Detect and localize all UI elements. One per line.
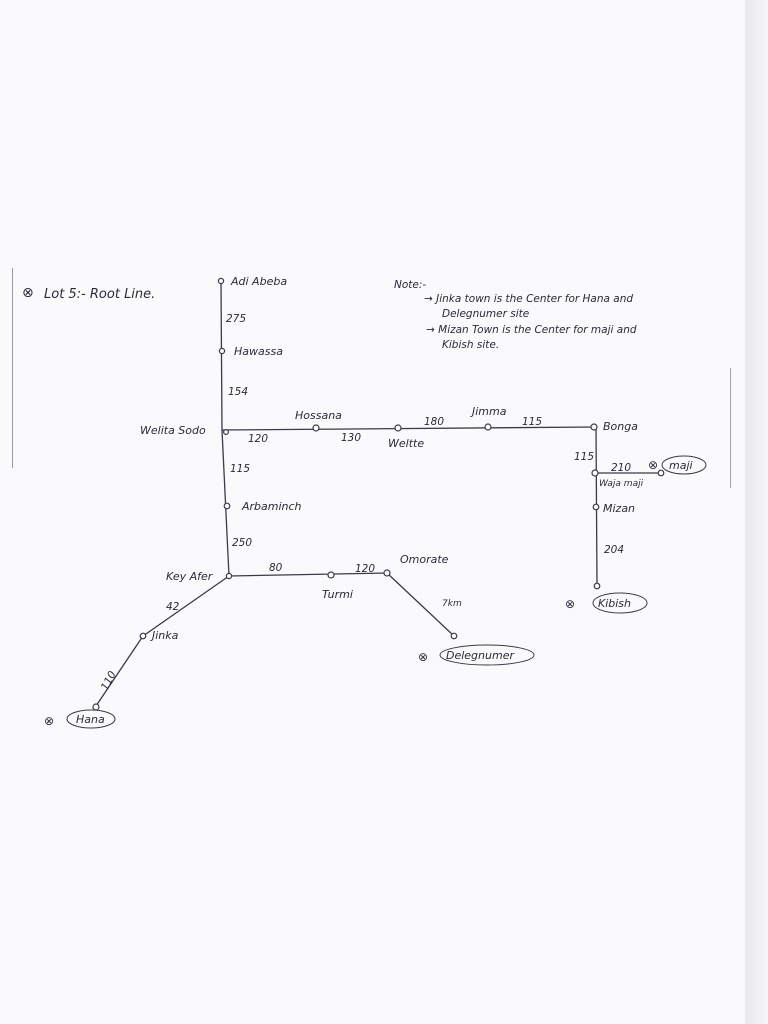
title-site-marker: ⊗: [22, 285, 34, 301]
label-maji: maji: [669, 459, 693, 472]
hana-site-marker: ⊗: [44, 714, 54, 728]
note-line-1: → Jinka town is the Center for Hana and: [424, 293, 633, 305]
delegnumer-site-marker: ⊗: [418, 650, 428, 664]
dist-arbaminch-keyafer: 250: [232, 537, 252, 549]
label-hossana: Hossana: [295, 409, 342, 422]
margin-line: [12, 268, 13, 468]
dist-omorate-delegnumer: 7km: [442, 599, 462, 609]
node-hawassa: [218, 347, 226, 355]
label-adi-abeba: Adi Abeba: [230, 275, 287, 288]
node-adi-abeba: [217, 277, 225, 285]
node-mizan: [592, 503, 600, 511]
label-mizan: Mizan: [603, 502, 635, 515]
route-keyafer-jinka: [142, 575, 230, 637]
label-hawassa: Hawassa: [234, 345, 283, 358]
dist-jimma-bonga: 115: [522, 416, 542, 428]
maji-circle: [661, 455, 707, 475]
node-maji: [657, 469, 665, 477]
hana-circle: [66, 709, 116, 729]
label-jimma: Jimma: [470, 405, 507, 418]
dist-waja-maji: 210: [611, 462, 631, 474]
node-key-afer: [225, 572, 233, 580]
label-kibish: Kibish: [598, 597, 631, 610]
dist-keyafer-jinka: 42: [166, 601, 180, 613]
route-adi-sodo: [220, 280, 223, 431]
maji-site-marker: ⊗: [648, 458, 658, 472]
dist-weltte-jimma: 180: [424, 416, 444, 428]
dist-turmi-omorate: 120: [355, 563, 375, 575]
dist-hossana-weltte: 130: [341, 432, 361, 444]
label-jinka: Jinka: [150, 629, 179, 642]
route-keyafer-omorate: [228, 572, 388, 577]
dist-mizan-kibish: 204: [604, 544, 624, 556]
node-welita-sodo: [223, 429, 230, 436]
node-arbaminch: [223, 502, 231, 510]
node-waja-maji: [591, 469, 599, 477]
kibish-circle: [592, 592, 648, 614]
node-jimma: [484, 423, 492, 431]
node-hana: [92, 703, 100, 711]
dist-bonga-waja: 115: [574, 451, 594, 463]
label-hana: Hana: [76, 713, 105, 726]
label-waja-maji: Waja maji: [599, 479, 644, 489]
delegnumer-circle: [439, 644, 535, 666]
dist-adi-hawassa: 275: [226, 313, 246, 325]
node-weltte: [394, 424, 402, 432]
dist-jinka-hana: 110: [99, 669, 119, 693]
note-line-3: → Mizan Town is the Center for maji and: [426, 324, 637, 336]
node-omorate: [383, 569, 391, 577]
route-omorate-delegnumer: [386, 572, 455, 637]
note-heading: Note:-: [394, 279, 426, 291]
dist-hawassa-sodo: 154: [228, 386, 248, 398]
town-nodes: [92, 277, 665, 711]
dist-keyafer-turmi: 80: [269, 562, 283, 574]
label-turmi: Turmi: [322, 588, 353, 601]
dist-sodo-arbaminch: 115: [230, 463, 250, 475]
label-welita-sodo: Welita Sodo: [140, 424, 206, 437]
label-arbaminch: Arbaminch: [241, 500, 302, 513]
node-jinka: [139, 632, 147, 640]
route-lines: [95, 280, 661, 707]
node-delegnumer: [450, 632, 458, 640]
node-hossana: [312, 424, 320, 432]
note-line-4: Kibish site.: [442, 339, 499, 351]
route-sodo-bonga: [221, 426, 597, 431]
note-line-2: Delegnumer site: [442, 308, 529, 320]
label-weltte: Weltte: [388, 437, 424, 450]
route-jinka-hana: [95, 635, 144, 707]
label-bonga: Bonga: [603, 420, 638, 433]
label-key-afer: Key Afer: [166, 570, 214, 583]
node-bonga: [590, 423, 598, 431]
right-margin-mark: [730, 368, 731, 488]
label-omorate: Omorate: [400, 553, 449, 566]
dist-sodo-hossana: 120: [248, 433, 268, 445]
node-turmi: [327, 571, 335, 579]
paper-edge: [745, 0, 768, 1024]
label-delegnumer: Delegnumer: [446, 649, 515, 662]
diagram-title: Lot 5:- Root Line.: [44, 287, 155, 302]
kibish-site-marker: ⊗: [565, 597, 575, 611]
node-kibish: [593, 582, 601, 590]
